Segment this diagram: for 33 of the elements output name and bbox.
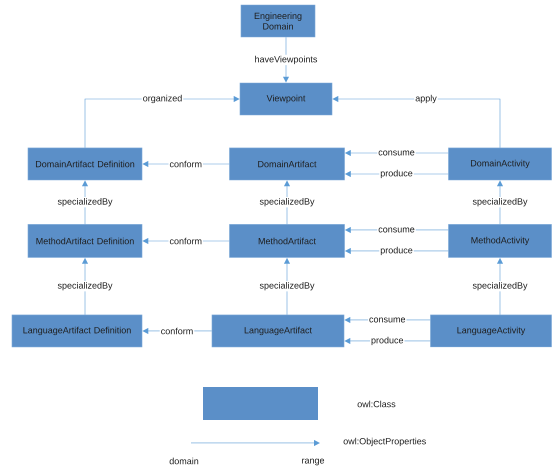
class-box: DomainActivity bbox=[448, 148, 552, 180]
edge-label: produce bbox=[370, 336, 405, 346]
edge-label: haveViewpoints bbox=[254, 54, 318, 66]
class-box: LanguageActivity bbox=[430, 314, 552, 348]
edge-label: specializedBy bbox=[56, 281, 114, 292]
edge-label: produce bbox=[379, 168, 414, 180]
class-box: Viewpoint bbox=[240, 82, 332, 116]
class-box: Engineering Domain bbox=[240, 4, 316, 38]
legend-text: owl:Class bbox=[358, 400, 396, 408]
edge-label: consume bbox=[377, 150, 416, 156]
class-box: MethodArtifact bbox=[229, 224, 345, 258]
edge-label: produce bbox=[379, 246, 414, 256]
edge-label: conform bbox=[168, 160, 203, 168]
axis-end-label: domain bbox=[170, 458, 198, 464]
legend-text: owl:ObjectProperties bbox=[344, 438, 426, 446]
edge-label: conform bbox=[168, 236, 203, 246]
class-box: DomainArtifact Definition bbox=[28, 148, 142, 180]
axis-end-label: range bbox=[302, 458, 324, 466]
edge-label: specializedBy bbox=[471, 281, 529, 292]
edge-label: specializedBy bbox=[258, 281, 316, 292]
edge-label: apply bbox=[414, 94, 438, 104]
edge-label: specializedBy bbox=[56, 197, 114, 208]
class-box: MethodActivity bbox=[448, 224, 552, 258]
edge-label: conform bbox=[160, 326, 194, 336]
edge-label: specializedBy bbox=[258, 197, 316, 208]
class-box: LanguageArtifact bbox=[212, 314, 344, 348]
edge-label: specializedBy bbox=[471, 197, 529, 208]
edge-label: organized bbox=[142, 94, 184, 104]
edge-label: consume bbox=[377, 226, 416, 234]
class-box: MethodArtifact Definition bbox=[28, 224, 142, 258]
edge-label: consume bbox=[368, 316, 406, 324]
class-box: DomainArtifact bbox=[229, 148, 345, 180]
class-box: LanguageArtifact Definition bbox=[12, 314, 142, 348]
